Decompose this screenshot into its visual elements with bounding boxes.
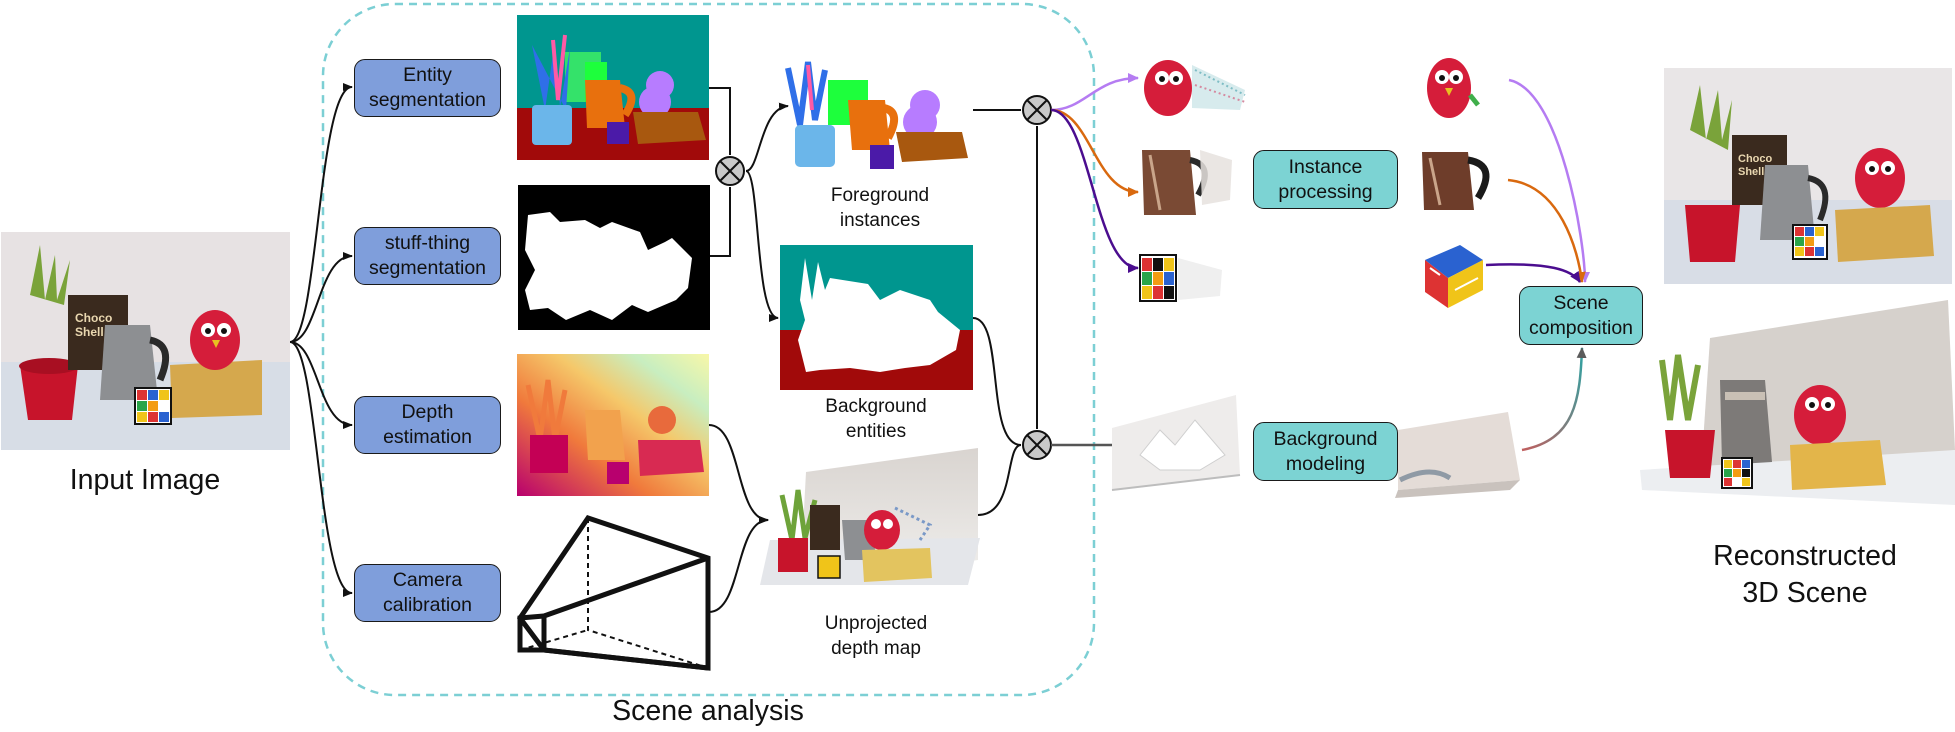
cube-pointcloud-image	[1139, 254, 1222, 302]
depth-map-image	[517, 354, 709, 496]
input-image-caption: Input Image	[69, 464, 221, 496]
depth-camera-links	[708, 424, 769, 613]
camera-calibration-box: Camera calibration	[354, 564, 501, 622]
svg-text:Choco: Choco	[75, 311, 112, 325]
foreground-instances-image	[785, 61, 968, 169]
kettle-reconstruction-image	[1422, 152, 1490, 210]
segmentation-merge-icon	[715, 156, 745, 186]
background-reconstruction-image	[1395, 412, 1520, 498]
parrot-reconstruction-image	[1427, 58, 1480, 118]
cube-reconstruction-image	[1425, 245, 1483, 308]
background-pointcloud-image	[1111, 395, 1241, 491]
background-entities-caption: Background entities	[825, 396, 927, 442]
instance-merge-icon	[1022, 95, 1052, 125]
input-branches	[289, 83, 353, 597]
stuff-thing-mask-image	[518, 185, 710, 330]
depth-estimation-box: Depth estimation	[354, 396, 501, 454]
scene-composition-box: Scene composition	[1519, 286, 1643, 345]
background-merge-icon	[1022, 430, 1052, 460]
foreground-instances-caption: Foreground instances	[830, 185, 930, 231]
camera-frustum-image	[516, 515, 711, 671]
unprojected-depth-image	[760, 448, 980, 585]
reconstructed-scene-caption: Reconstructed 3D Scene	[1713, 540, 1897, 609]
scene-analysis-title: Scene analysis	[612, 695, 804, 727]
scene-analysis-frame	[321, 2, 1096, 697]
svg-text:Choco: Choco	[1738, 153, 1773, 165]
instance-merge-links	[972, 109, 1038, 516]
background-entities-image	[780, 245, 973, 390]
instance-processing-box: Instance processing	[1253, 150, 1398, 209]
parrot-pointcloud-image	[1144, 60, 1246, 116]
svg-text:Shell: Shell	[1738, 166, 1764, 178]
segmentation-merge-links	[709, 87, 789, 322]
composition-arrows	[1485, 78, 1590, 452]
instance-arrows	[1050, 73, 1139, 450]
background-modeling-box: Background modeling	[1253, 422, 1398, 481]
svg-text:Shell: Shell	[75, 325, 104, 339]
stuff-thing-segmentation-box: stuff-thing segmentation	[354, 227, 501, 285]
input-image: Choco Shell	[1, 232, 290, 450]
unprojected-depth-caption: Unprojected depth map	[824, 613, 928, 659]
kettle-pointcloud-image	[1142, 150, 1232, 215]
reconstructed-scene-photo: Choco Shell	[1664, 68, 1952, 284]
reconstructed-3d-scene	[1640, 300, 1955, 505]
entity-segmentation-box: Entity segmentation	[354, 59, 501, 117]
entity-segmentation-image	[517, 15, 709, 160]
